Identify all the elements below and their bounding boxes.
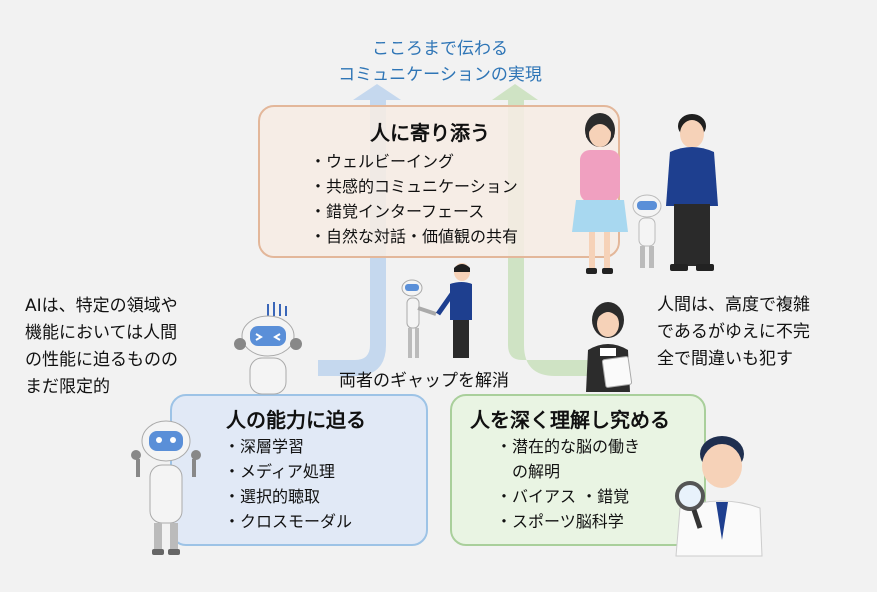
right-note: 人間は、高度で複雑 であるがゆえに不完 全で間違いも犯す xyxy=(657,292,810,373)
right-note-line: であるがゆえに不完 xyxy=(657,322,810,342)
left-box: 人の能力に迫る 深層学習 メディア処理 選択的聴取 クロスモーダル xyxy=(170,394,428,546)
list-item: 選択的聴取 xyxy=(224,484,352,509)
right-note-line: 人間は、高度で複雑 xyxy=(657,295,810,315)
right-box-title: 人を深く理解し究める xyxy=(470,408,670,432)
right-box-list: 潜在的な脳の働き の解明 バイアス ・錯覚 スポーツ脳科学 xyxy=(496,434,640,534)
top-box: 人に寄り添う ウェルビーイング 共感的コミュニケーション 錯覚インターフェース … xyxy=(258,105,620,258)
left-note-line: の性能に迫るものの xyxy=(25,350,178,370)
list-item: スポーツ脳科学 xyxy=(496,509,640,534)
list-item: バイアス ・錯覚 xyxy=(496,484,640,509)
list-item: 錯覚インターフェース xyxy=(310,199,518,224)
robot-shaking-hands-icon xyxy=(401,263,472,358)
left-note: AIは、特定の領域や 機能においては人間 の性能に迫るものの まだ限定的 xyxy=(25,293,178,401)
right-note-line: 全で間違いも犯す xyxy=(657,349,793,369)
left-note-line: まだ限定的 xyxy=(25,377,110,397)
list-item: ウェルビーイング xyxy=(310,149,518,174)
left-box-title: 人の能力に迫る xyxy=(226,408,366,432)
top-box-title: 人に寄り添う xyxy=(370,121,490,145)
standing-robot-icon xyxy=(131,420,201,555)
woman-with-clipboard-icon xyxy=(586,302,633,392)
goal-line-1: こころまで伝わる xyxy=(372,39,508,59)
list-item: 自然な対話・価値観の共有 xyxy=(310,224,518,249)
doctor-with-magnifier-icon xyxy=(675,436,763,557)
left-box-list: 深層学習 メディア処理 選択的聴取 クロスモーダル xyxy=(224,434,352,534)
list-item: クロスモーダル xyxy=(224,509,352,534)
left-note-line: AIは、特定の領域や xyxy=(25,296,178,316)
left-note-line: 機能においては人間 xyxy=(25,323,178,343)
list-item: の解明 xyxy=(512,462,561,481)
goal-line-2: コミュニケーションの実現 xyxy=(338,65,542,85)
right-box: 人を深く理解し究める 潜在的な脳の働き の解明 バイアス ・錯覚 スポーツ脳科学 xyxy=(450,394,706,546)
list-item: メディア処理 xyxy=(224,459,352,484)
gap-label: 両者のギャップを解消 xyxy=(339,371,509,391)
top-box-list: ウェルビーイング 共感的コミュニケーション 錯覚インターフェース 自然な対話・価… xyxy=(310,149,518,249)
family-with-robot-icon xyxy=(572,113,718,274)
list-item: 潜在的な脳の働き xyxy=(496,434,640,459)
list-item: 共感的コミュニケーション xyxy=(310,174,518,199)
list-item: 深層学習 xyxy=(224,434,352,459)
confused-robot-icon xyxy=(234,302,302,395)
